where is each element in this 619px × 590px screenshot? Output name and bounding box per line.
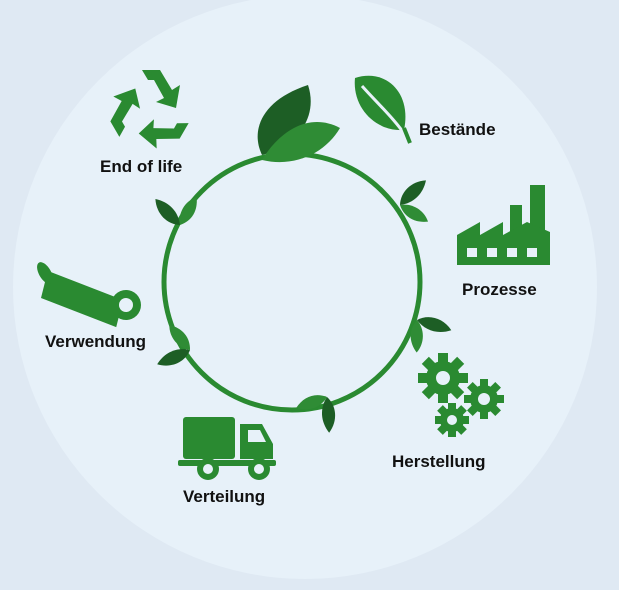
top-leaves-icon	[257, 85, 340, 163]
truck-icon	[178, 417, 276, 480]
end-of-life-label: End of life	[100, 157, 183, 176]
recycle-icon	[110, 70, 189, 149]
factory-icon	[457, 185, 550, 265]
herstellung-label: Herstellung	[392, 452, 486, 471]
bestaende-label: Bestände	[419, 120, 496, 139]
prozesse-label: Prozesse	[462, 280, 537, 299]
pipe-icon	[37, 262, 141, 328]
verteilung-label: Verteilung	[183, 487, 266, 506]
verwendung-label: Verwendung	[45, 332, 147, 351]
leaf-icon	[354, 75, 412, 144]
